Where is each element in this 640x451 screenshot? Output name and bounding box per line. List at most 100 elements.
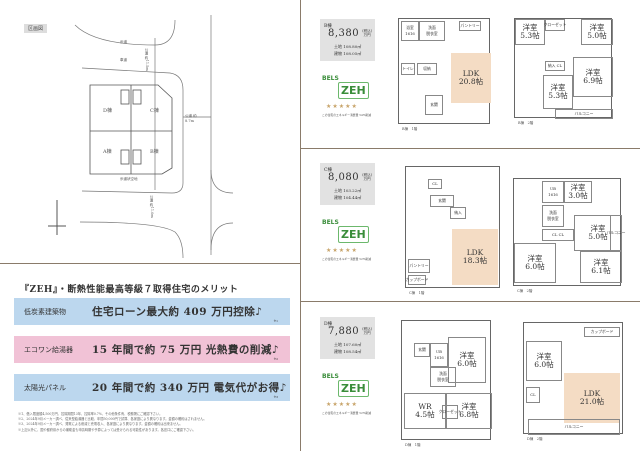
tax-label: (税込) [362,327,372,331]
site-map [48,15,234,259]
room: 浴室 1616 [401,21,419,41]
merit-key: エコワン給湯器 [24,345,73,354]
energy-reduction: この住宅のエネルギー消費量 54%削減 [322,113,372,117]
price-unit: (税込)万円 [362,173,372,181]
energy-reduction: この住宅のエネルギー消費量 52%削減 [322,411,372,415]
floor-label: B棟 1階 [402,127,418,131]
right-divider-2 [300,301,640,302]
room: CL [428,179,442,189]
lot-b: B棟 [150,149,159,155]
land-area: 土地 107.60㎡ [334,342,362,347]
room: 洗面 脱衣室 [430,367,456,387]
price: 8,380 [328,28,360,39]
road-sidewalk-widening: 歩道状空地 [120,177,138,181]
site-map-tag: 区画図 [24,24,48,33]
zeh-mark: ZEH [338,82,369,99]
footnotes: ※1、借入限度額4,500万円、控除期間13年、控除率0.7%、その他条件有、税… [18,412,288,433]
room: 洗面 脱衣室 [419,21,445,41]
room: LDK 20.8帖 [451,53,491,103]
room: 洗面 脱衣室 [542,205,564,227]
room: 洋室 5.3帖 [543,75,573,109]
merit-low-carbon: 低炭素建築物 住宅ローン最大約 409 万円控除♪ ※1 [14,298,290,325]
merit-ecoone: エコワン給湯器 15 年間で約 75 万円 光熱費の削減♪ ※2 [14,336,290,363]
road-east: 公道 約8.7m [185,114,197,123]
price-box: D棟 7,880 (税込)万円 土地 107.60㎡ 建物 108.54㎡ [320,317,375,359]
energy-reduction: この住宅のエネルギー消費量 52%削減 [322,257,372,261]
tax-label: (税込) [362,173,372,177]
room: 洋室 6.0帖 [514,243,556,283]
room: 洋室 5.3帖 [515,19,545,45]
road-sidewalk: 歩道 [120,40,127,44]
room: 玄関 [430,195,454,207]
room: 洋室 6.8帖 [446,393,492,429]
room: バルコニー [528,419,620,435]
room: パントリー [408,259,430,273]
unit-name: C棟 [324,168,332,173]
footnote: ※3、2024年9月メーカー調べ、発電による削減と売電収入、各家庭により異なりま… [18,422,183,427]
price-box: C棟 8,080 (税込)万円 土地 103.22㎡ 建物 104.44㎡ [320,163,375,205]
room: トイレ [401,63,415,75]
road-roadway: 車道 [120,58,127,62]
bels-brand: BELS [322,219,339,226]
land-area: 土地 103.22㎡ [334,188,362,193]
room: 納入 [450,207,466,219]
land-area: 土地 108.80㎡ [334,44,362,49]
room: 納入 CL [545,61,565,71]
price: 7,880 [328,326,360,337]
merit-solar: 太陽光パネル 20 年間で約 340 万円 電気代がお得♪ ※3 [14,374,290,401]
room: CL [526,387,540,403]
road-north: 公道 約11.5m [145,48,149,71]
merit-value: 15 年間で約 75 万円 光熱費の削減♪ [92,344,280,356]
bels-brand: BELS [322,373,339,380]
room: 洋室 6.0帖 [526,341,562,381]
room: 玄関 [425,95,443,115]
star-rating: ★★★★★ [326,247,358,254]
floor-label: D棟 2階 [527,437,543,441]
building-area: 建物 108.05㎡ [334,51,362,56]
merit-value: 住宅ローン最大約 409 万円控除♪ [92,306,263,318]
merit-note: ※2 [273,357,278,361]
room: LDK 18.3帖 [452,229,498,285]
price-unit-label: 万円 [363,33,371,37]
unit-name: B棟 [324,24,332,29]
road-south: 公道 約11.0m [150,195,154,218]
room: カップボード [584,327,620,337]
tax-label: (税込) [362,29,372,33]
bels-brand: BELS [322,75,339,82]
price-box: B棟 8,380 (税込)万円 土地 108.80㎡ 建物 108.05㎡ [320,19,375,61]
floor-label: C棟 1階 [409,291,425,295]
footnote: ※1、借入限度額4,500万円、控除期間13年、控除率0.7%、その他条件有、税… [18,412,163,416]
merit-value: 20 年間で約 340 万円 電気代がお得♪ [92,382,287,394]
left-divider [0,263,300,264]
room: バルコニー [555,109,613,119]
room: CL CL [542,229,574,241]
footnote: ※上記以外に、国や都府県からの補助金も申請時期や予算によっては受けられる可能性が… [18,427,196,432]
floor-label: B棟 2階 [518,121,534,125]
zeh-mark: ZEH [338,226,369,243]
vertical-divider [300,0,301,451]
star-rating: ★★★★★ [326,401,358,408]
room: 収納 [417,63,437,75]
right-divider-1 [300,148,640,149]
price: 8,080 [328,172,360,183]
footnote: ※2、2024年9月メーカー調べ、従来型給湯器と比較、年間50,000円で試算、… [18,417,207,422]
bels-zeh-logo: BELS ZEH ★★★★★ この住宅のエネルギー消費量 52%削減 [320,216,376,268]
lot-c: C棟 [150,108,159,114]
star-rating: ★★★★★ [326,103,358,110]
room: 玄関 [414,343,430,357]
merit-key: 太陽光パネル [24,383,66,392]
room: WR 4.5帖 [404,393,446,429]
room: カップボード [406,275,428,285]
price-unit-label: 万円 [363,331,371,335]
room: クローゼット [544,19,566,31]
price-unit: (税込)万円 [362,29,372,37]
room: 洋室 6.9帖 [573,57,613,97]
bels-zeh-logo: BELS ZEH ★★★★★ この住宅のエネルギー消費量 54%削減 [320,72,376,124]
unit-name: D棟 [324,322,333,327]
room: バルコニー [607,215,625,251]
merit-note: ※3 [273,395,278,399]
